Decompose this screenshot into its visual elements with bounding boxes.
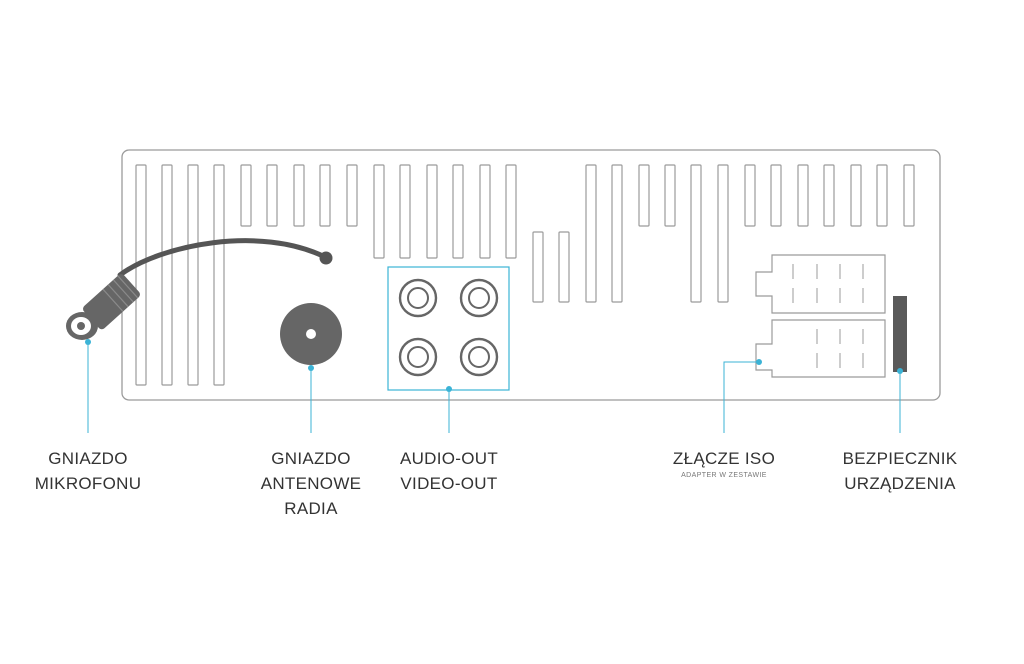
vent-slot (558, 231, 570, 303)
vent-slot (690, 164, 702, 303)
vent-slot (823, 164, 835, 227)
vent-slot (293, 164, 305, 227)
label-audio-line1: AUDIO-OUT (399, 449, 499, 468)
label-iso-line1: ZŁĄCZE ISO (672, 449, 776, 468)
label-microphone-line1: GNIAZDO (48, 449, 128, 468)
vent-slot (161, 164, 173, 386)
callout-lines (87, 341, 901, 433)
vent-slot (346, 164, 358, 227)
antenna-socket (280, 303, 342, 365)
device-fuse (893, 296, 907, 372)
vent-slot (664, 164, 676, 227)
label-fuse-line1: BEZPIECZNIK (842, 449, 958, 468)
vent-slot (717, 164, 729, 303)
iso-connector (755, 254, 886, 378)
label-iso-sub: ADAPTER W ZESTAWIE (681, 472, 767, 479)
vent-slot (187, 164, 199, 386)
vent-slot (399, 164, 411, 259)
label-antenna-line1: GNIAZDO (271, 449, 351, 468)
label-antenna-line2: ANTENOWE (260, 474, 362, 493)
label-iso-connector: ZŁĄCZE ISO ADAPTER W ZESTAWIE (654, 446, 794, 480)
label-audio-video: AUDIO-OUT VIDEO-OUT (384, 446, 514, 496)
ventilation-slots (135, 164, 915, 386)
callout-dots (85, 339, 903, 392)
vent-slot (373, 164, 385, 259)
vent-slot (744, 164, 756, 227)
vent-slot (505, 164, 517, 259)
vent-slot (452, 164, 464, 259)
vent-slot (638, 164, 650, 227)
label-fuse: BEZPIECZNIK URZĄDZENIA (830, 446, 970, 496)
vent-slot (876, 164, 888, 227)
vent-slot (479, 164, 491, 259)
label-fuse-line2: URZĄDZENIA (844, 474, 956, 493)
vent-slot (426, 164, 438, 259)
label-antenna-line3: RADIA (284, 499, 338, 518)
rca-panel (387, 266, 510, 391)
vent-slot (266, 164, 278, 227)
vent-slot (850, 164, 862, 227)
vent-slot (797, 164, 809, 227)
vent-slot (532, 231, 544, 303)
label-audio-line2: VIDEO-OUT (400, 474, 498, 493)
vent-slot (240, 164, 252, 227)
vent-slot (585, 164, 597, 303)
vent-slot (903, 164, 915, 227)
vent-slot (319, 164, 331, 227)
label-microphone-jack: GNIAZDO MIKROFONU (23, 446, 153, 496)
label-microphone-line2: MIKROFONU (34, 474, 142, 493)
vent-slot (213, 164, 225, 386)
microphone-jack (66, 238, 333, 340)
label-antenna-socket: GNIAZDO ANTENOWE RADIA (246, 446, 376, 521)
vent-slot (135, 164, 147, 386)
vent-slot (770, 164, 782, 227)
vent-slot (611, 164, 623, 303)
